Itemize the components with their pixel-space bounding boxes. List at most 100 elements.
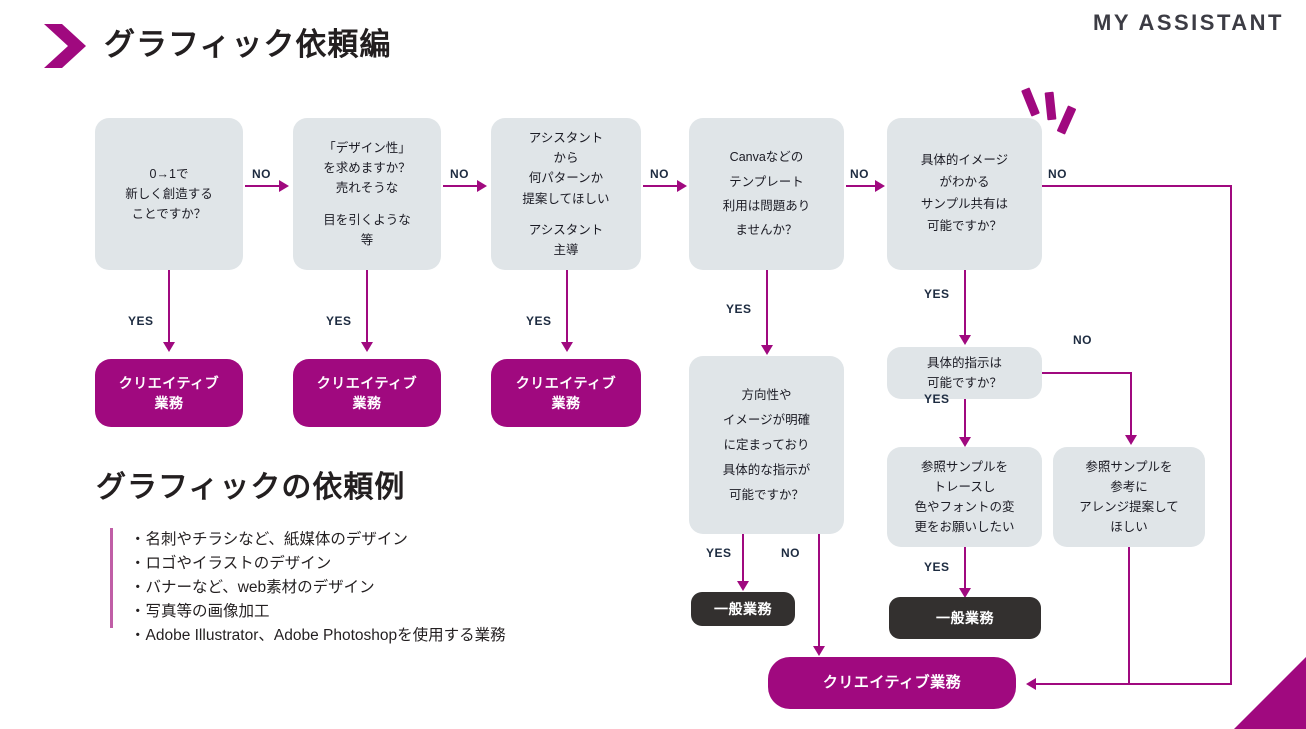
edge-q4-q5 bbox=[846, 185, 877, 187]
flow-node-final-creative[interactable]: クリエイティブ業務 bbox=[768, 657, 1016, 709]
spark-mark-1 bbox=[1021, 87, 1040, 117]
flow-node-creative-2[interactable]: クリエイティブ 業務 bbox=[293, 359, 441, 427]
q9-line-2: 参考に bbox=[1110, 479, 1148, 494]
q2-line-1: 「デザイン性」 bbox=[323, 140, 411, 155]
flow-node-general-1[interactable]: 一般業務 bbox=[691, 592, 795, 626]
edge-q1-r1-arrowhead bbox=[163, 342, 175, 352]
final-creative-label: クリエイティブ業務 bbox=[822, 674, 962, 692]
edge-label-no-1: NO bbox=[252, 167, 271, 181]
list-item: ・Adobe Illustrator、Adobe Photoshopを使用する業… bbox=[130, 627, 506, 644]
edge-q9-final-vertical bbox=[1128, 547, 1130, 683]
list-item: ・バナーなど、web素材のデザイン bbox=[130, 579, 375, 596]
edge-q2-r2-arrowhead bbox=[361, 342, 373, 352]
edge-q5-final-arrowhead bbox=[1026, 678, 1036, 690]
edge-label-no-5: NO bbox=[1048, 167, 1067, 181]
edge-q8-g2 bbox=[964, 547, 966, 591]
q6-line-2: イメージが明確 bbox=[722, 412, 811, 427]
examples-list: ・名刺やチラシなど、紙媒体のデザイン ・ロゴやイラストのデザイン ・バナーなど、… bbox=[130, 528, 506, 648]
edge-q5-final-vertical bbox=[1230, 185, 1232, 685]
edge-label-yes-7: YES bbox=[706, 546, 732, 560]
edge-q2-r2 bbox=[366, 270, 368, 345]
q4-line-1: Canvaなどの bbox=[729, 150, 804, 165]
q3-line-3: 何パターンか bbox=[528, 171, 604, 186]
edge-q1-q2 bbox=[245, 185, 281, 187]
q7-line-2: 可能ですか？ bbox=[926, 376, 1002, 390]
edge-label-yes-6: YES bbox=[924, 392, 950, 406]
chevron-right-icon bbox=[44, 24, 86, 68]
edge-q7-q9-arrowhead bbox=[1125, 435, 1137, 445]
q6-line-1: 方向性や bbox=[741, 387, 792, 402]
creative-1-line-2: 業務 bbox=[154, 395, 184, 411]
q2-line-2: を求めますか？ bbox=[323, 161, 411, 176]
flow-node-creative-1[interactable]: クリエイティブ 業務 bbox=[95, 359, 243, 427]
flow-node-general-2[interactable]: 一般業務 bbox=[889, 597, 1041, 639]
flow-node-creative-3[interactable]: クリエイティブ 業務 bbox=[491, 359, 641, 427]
edge-q4-q6 bbox=[766, 270, 768, 348]
edge-label-yes-4: YES bbox=[726, 302, 752, 316]
edge-q3-q4-arrowhead bbox=[677, 180, 687, 192]
q1-line-2: 新しく創造する bbox=[125, 186, 213, 201]
q6-line-4: 具体的な指示が bbox=[722, 462, 811, 477]
edge-q7-q9-horizontal bbox=[1042, 372, 1132, 374]
q6-line-5: 可能ですか？ bbox=[728, 487, 804, 502]
corner-triangle-decoration bbox=[1234, 657, 1306, 729]
q8-line-3: 色やフォントの変 bbox=[914, 500, 1015, 514]
flow-node-q8[interactable]: 参照サンプルを トレースし 色やフォントの変 更をお願いしたい bbox=[887, 447, 1042, 547]
edge-q4-q5-arrowhead bbox=[875, 180, 885, 192]
edge-q6-final-arrowhead bbox=[813, 646, 825, 656]
q4-line-4: ませんか？ bbox=[735, 223, 798, 238]
examples-title: グラフィックの依頼例 bbox=[96, 471, 406, 504]
edge-label-no-6: NO bbox=[1073, 333, 1092, 347]
edge-label-no-2: NO bbox=[450, 167, 469, 181]
brand-logo: MY ASSISTANT bbox=[1093, 10, 1284, 35]
q4-line-2: テンプレート bbox=[729, 174, 804, 189]
spark-mark-3 bbox=[1056, 105, 1077, 135]
edge-q3-r3-arrowhead bbox=[561, 342, 573, 352]
edge-label-yes-1: YES bbox=[128, 314, 154, 328]
page-title: グラフィック依頼編 bbox=[104, 27, 392, 62]
edge-q8-g2-arrowhead bbox=[959, 588, 971, 598]
edge-q3-r3 bbox=[566, 270, 568, 345]
edge-q1-q2-arrowhead bbox=[279, 180, 289, 192]
general-2-label: 一般業務 bbox=[936, 610, 994, 626]
flow-node-q3[interactable]: アシスタント から 何パターンか 提案してほしい アシスタント 主導 bbox=[491, 118, 641, 270]
q8-line-2: トレースし bbox=[933, 479, 996, 494]
q5-line-1: 具体的イメージ bbox=[920, 153, 1009, 168]
flow-node-q6[interactable]: 方向性や イメージが明確 に定まっており 具体的な指示が 可能ですか？ bbox=[689, 356, 844, 534]
q9-line-1: 参照サンプルを bbox=[1085, 459, 1173, 474]
edge-q6-g1 bbox=[742, 534, 744, 584]
q9-line-4: ほしい bbox=[1110, 520, 1148, 535]
q2-line-4: 目を引くような bbox=[323, 212, 411, 227]
flow-node-q7[interactable]: 具体的指示は 可能ですか？ bbox=[887, 347, 1042, 399]
q2-line-5: 等 bbox=[360, 232, 374, 247]
examples-accent-bar bbox=[110, 528, 113, 628]
q3-line-1: アシスタント bbox=[528, 130, 604, 145]
q1-line-3: ことですか？ bbox=[131, 207, 207, 222]
flow-node-q1[interactable]: 0→1で 新しく創造する ことですか？ bbox=[95, 118, 243, 270]
creative-2-line-2: 業務 bbox=[352, 395, 382, 411]
q3-line-5: アシスタント bbox=[528, 222, 604, 237]
edge-q6-g1-arrowhead bbox=[737, 581, 749, 591]
flow-node-q5[interactable]: 具体的イメージ がわかる サンプル共有は 可能ですか？ bbox=[887, 118, 1042, 270]
edge-label-yes-3: YES bbox=[526, 314, 552, 328]
edge-q4-q6-arrowhead bbox=[761, 345, 773, 355]
q8-line-1: 参照サンプルを bbox=[920, 459, 1009, 474]
edge-label-no-3: NO bbox=[650, 167, 669, 181]
list-item: ・ロゴやイラストのデザイン bbox=[130, 555, 332, 572]
q7-line-1: 具体的指示は bbox=[926, 356, 1002, 370]
edge-q5-q7-arrowhead bbox=[959, 335, 971, 345]
q6-line-3: に定まっており bbox=[723, 437, 810, 452]
list-item: ・名刺やチラシなど、紙媒体のデザイン bbox=[130, 531, 408, 548]
flow-node-q4[interactable]: Canvaなどの テンプレート 利用は問題あり ませんか？ bbox=[689, 118, 844, 270]
edge-label-no-4: NO bbox=[850, 167, 869, 181]
spark-mark-2 bbox=[1044, 91, 1057, 121]
flow-node-q2[interactable]: 「デザイン性」 を求めますか？ 売れそうな 目を引くような 等 bbox=[293, 118, 441, 270]
q9-line-3: アレンジ提案して bbox=[1079, 500, 1179, 514]
edge-q1-r1 bbox=[168, 270, 170, 345]
creative-3-line-2: 業務 bbox=[551, 395, 581, 411]
flow-node-q9[interactable]: 参照サンプルを 参考に アレンジ提案して ほしい bbox=[1053, 447, 1205, 547]
q3-line-6: 主導 bbox=[553, 243, 579, 257]
edge-q2-q3 bbox=[443, 185, 479, 187]
edge-q7-q8 bbox=[964, 399, 966, 441]
